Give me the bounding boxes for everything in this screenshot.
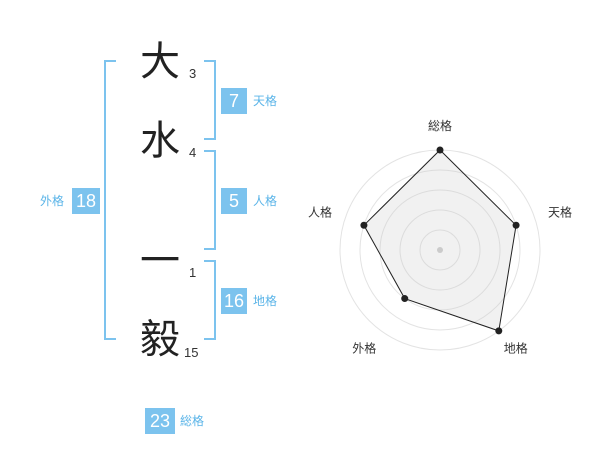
stroke-count-1: 3 — [189, 66, 197, 81]
stroke-count-4: 15 — [184, 345, 199, 360]
radar-point-3 — [495, 327, 503, 335]
radar-point-2 — [512, 221, 520, 229]
chikaku-score: 16 — [221, 288, 247, 314]
tenkaku-bracket — [204, 60, 216, 140]
radar-center-dot — [437, 247, 443, 253]
tenkaku-score: 7 — [221, 88, 247, 114]
stroke-count-3: 1 — [189, 265, 197, 280]
name-char-3: 一 — [140, 238, 180, 284]
radar-point-5 — [360, 221, 368, 229]
radar-point-1 — [436, 146, 444, 154]
name-char-4: 毅 — [140, 317, 180, 363]
radar-ring — [419, 229, 461, 271]
stroke-count-2: 4 — [189, 145, 197, 160]
jinkaku-label: 人格 — [253, 194, 278, 208]
tenkaku-label: 天格 — [253, 94, 278, 108]
gaikaku-score: 18 — [72, 188, 100, 214]
radar-ring — [379, 189, 501, 311]
name-char-1: 大 — [140, 39, 180, 85]
radar-axis-label-4: 外格 — [352, 341, 376, 356]
chikaku-bracket — [204, 260, 216, 340]
radar-ring — [399, 209, 481, 291]
radar-ring — [359, 169, 521, 331]
radar-series-shape — [363, 149, 517, 332]
jinkaku-score: 5 — [221, 188, 247, 214]
jinkaku-bracket — [204, 150, 216, 250]
radar-axis-label-2: 天格 — [548, 204, 572, 219]
radar-axis-label-1: 総格 — [428, 118, 452, 133]
radar-axis-label-5: 人格 — [308, 204, 332, 219]
name-char-2: 水 — [140, 118, 180, 164]
soukaku-score: 23 — [145, 408, 175, 434]
radar-point-4 — [401, 295, 409, 303]
chikaku-label: 地格 — [253, 294, 278, 308]
gaikaku-label: 外格 — [40, 194, 65, 208]
gaikaku-bracket — [104, 60, 116, 340]
soukaku-label: 総格 — [180, 414, 205, 428]
radar-axis-label-3: 地格 — [504, 341, 528, 356]
